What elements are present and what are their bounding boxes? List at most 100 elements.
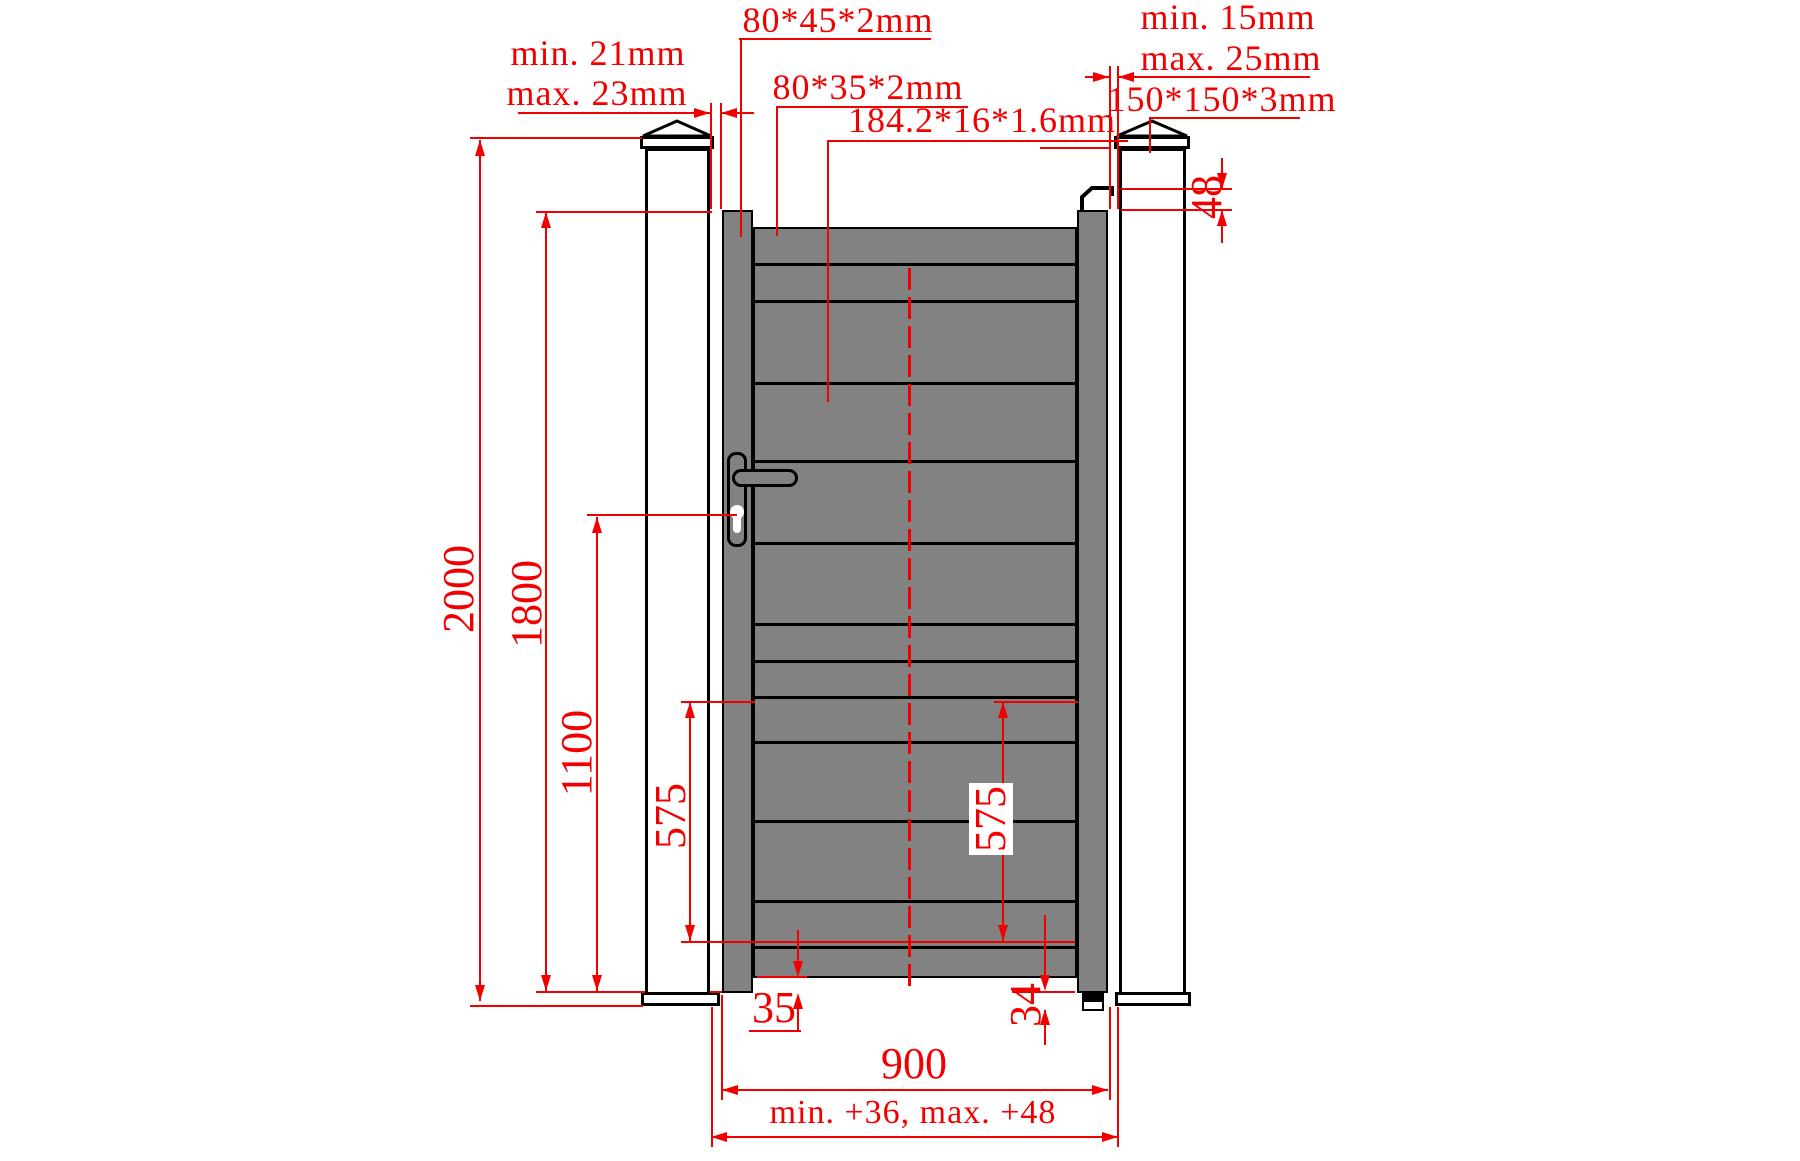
arrowhead [1118,72,1134,82]
arrowhead [722,1085,738,1095]
arrowhead [1093,72,1109,82]
leader-line [1149,117,1151,153]
dim-line-opening [711,1136,1118,1138]
ext-line [994,701,1078,703]
hinge-hook [1080,186,1114,211]
ext-line [536,211,712,213]
arrowhead [1092,1085,1108,1095]
arrowhead [685,702,695,718]
slat-line [755,696,1075,699]
drop-bolt-body [1082,1000,1104,1011]
ext-line [721,995,723,1100]
leader-underline [776,106,968,108]
dim-line-1800 [545,212,547,991]
slat-line [755,460,1075,463]
right-post-foot [1115,992,1191,1006]
dim-line-2000 [479,140,481,1001]
gap-line [720,103,722,209]
rail-profile-label: 80*35*2mm [772,67,964,107]
post-profile-label: 150*150*3mm [1107,79,1337,119]
leader-underline [827,140,1128,142]
arrow-line [720,112,754,114]
right-post-body [1119,148,1186,1005]
arrowhead [998,925,1008,941]
left-cap-pyramid [642,119,712,138]
gap-line [1117,66,1119,209]
arrowhead [541,975,551,991]
dim-48-label: 48 [1182,175,1231,219]
dim-2000-label: 2000 [434,545,483,633]
arrow-line [1221,210,1223,243]
dim-line-900 [722,1089,1108,1091]
stile-profile-label: 80*45*2mm [742,0,934,40]
left-post-foot [641,992,720,1006]
ext-line [711,1007,713,1147]
dim-35-label: 35 [752,983,796,1032]
arrowhead [1217,173,1227,189]
arrow-line [797,930,799,963]
ext-line [681,701,755,703]
arrowhead [721,108,737,118]
dim-1800-label: 1800 [502,560,551,648]
ext-line [470,1005,643,1007]
ext-line [1012,991,1075,993]
ext-line [1121,209,1232,211]
dim-34-label: 34 [1001,983,1050,1027]
arrowhead [793,961,803,977]
label-underline [749,1030,801,1032]
left-post-body [645,148,710,1005]
ext-line [1040,147,1110,149]
ext-line [757,976,807,978]
arrowhead [998,702,1008,718]
ext-line [587,514,737,516]
slat-line [755,542,1075,545]
arrowhead [1040,975,1050,991]
ext-line [1117,1007,1119,1147]
gap-line [1109,66,1111,209]
underline-arrow-line [518,112,711,114]
slat-line [755,946,1075,949]
arrowhead [793,993,803,1009]
arrow-line [1044,1010,1046,1045]
slat-line [755,741,1075,744]
dim-line-575-left [689,702,691,941]
leader-line [776,106,778,236]
arrowhead [541,212,551,228]
gate-left-stile [722,210,753,993]
underline-arrow-line [1118,76,1310,78]
arrowhead [694,108,710,118]
panel-centerline [908,268,911,990]
arrowhead [711,1132,727,1142]
arrowhead [1217,210,1227,226]
leader-underline [739,38,931,40]
slat-line [755,820,1075,823]
gap-line [710,103,712,209]
gate-right-stile [1077,210,1108,993]
slat-line [755,382,1075,385]
leader-underline [1149,117,1300,119]
dim-575-left-label: 575 [646,783,695,849]
slat-line [755,900,1075,903]
ext-line [1121,188,1232,190]
right-cap-pyramid [1116,119,1188,138]
ext-line [536,991,645,993]
leader-line [827,140,829,402]
slat-line [755,300,1075,303]
ext-line [470,137,642,139]
door-handle [732,469,798,487]
slat-line [755,263,1075,266]
arrowhead [592,517,602,533]
dim-line-1100 [596,517,598,991]
keyhole-slot [733,512,741,533]
arrowhead [685,925,695,941]
arrowhead [592,975,602,991]
ext-line [710,991,722,993]
arrowhead [1040,1009,1050,1025]
arrow-line [1044,915,1046,976]
leader-line [740,38,742,237]
gap-left-min-label: min. 21mm [510,33,686,73]
dim-575-right-label: 575 [966,783,1015,855]
gap-left-max-label: max. 23mm [506,73,688,113]
